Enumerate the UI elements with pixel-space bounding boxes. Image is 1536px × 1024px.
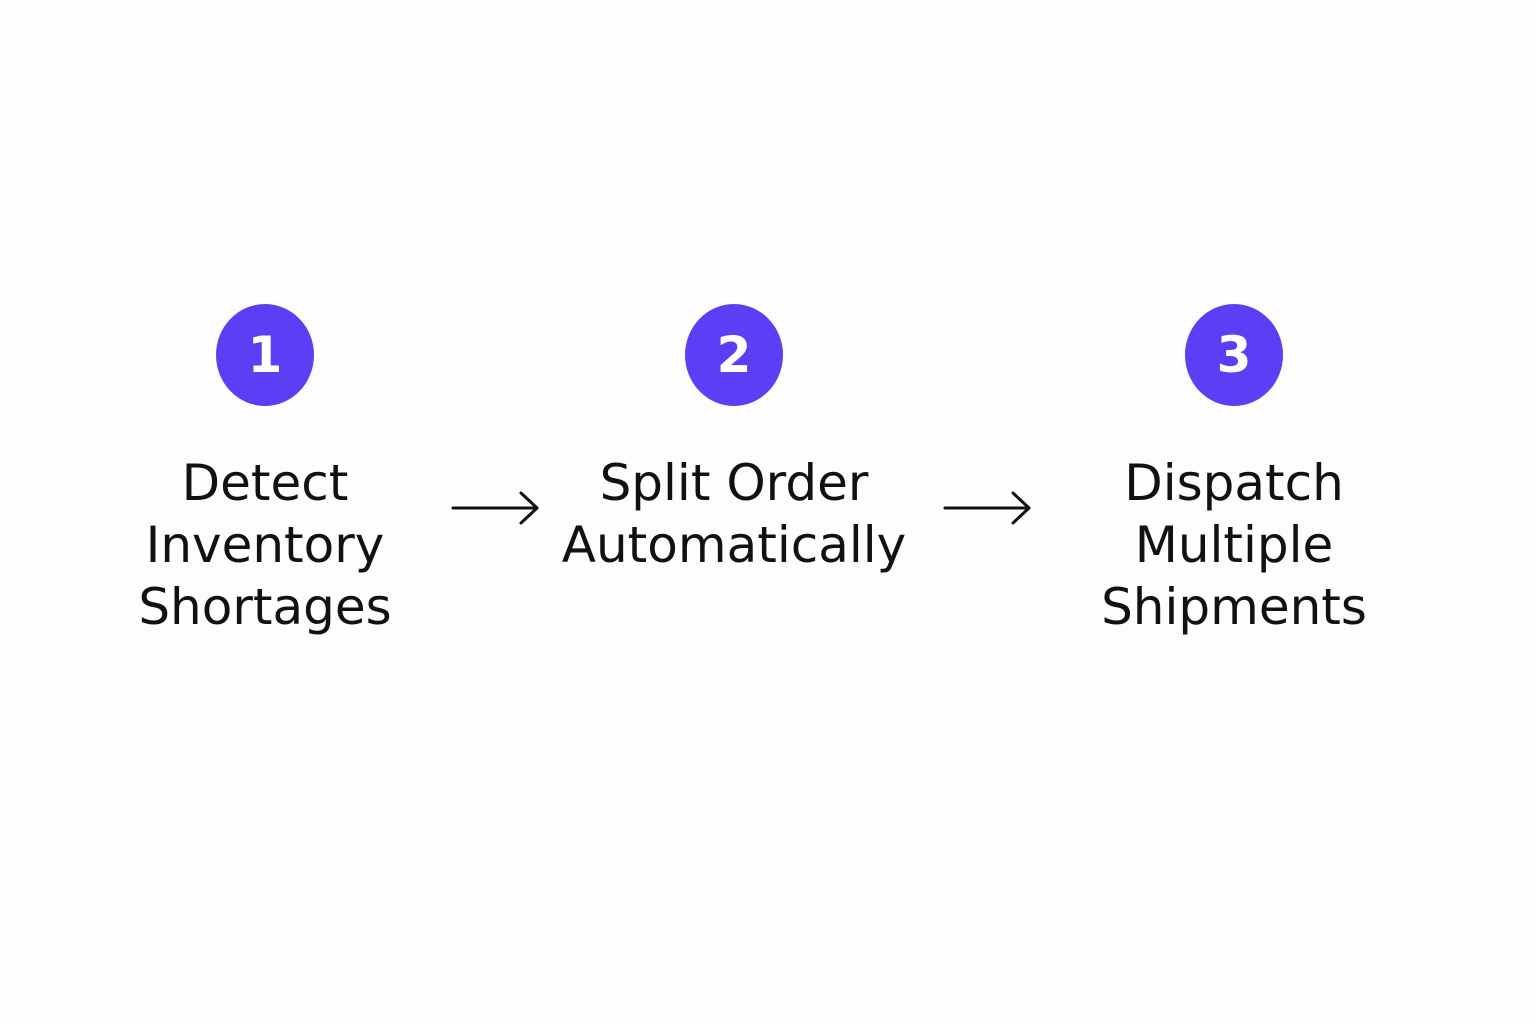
right-arrow-icon bbox=[943, 491, 1031, 525]
step-dispatch-multiple-shipments: 3 Dispatch Multiple Shipments bbox=[1074, 304, 1394, 638]
step-split-order-automatically: 2 Split Order Automatically bbox=[562, 304, 906, 576]
step-number-badge: 3 bbox=[1185, 304, 1283, 406]
step-label-line: Dispatch bbox=[1124, 454, 1344, 512]
right-arrow-icon bbox=[451, 491, 539, 525]
step-label-line: Automatically bbox=[561, 516, 907, 574]
step-label: Split Order Automatically bbox=[562, 452, 906, 576]
step-label: Dispatch Multiple Shipments bbox=[1101, 452, 1367, 638]
step-label-line: Inventory bbox=[145, 516, 385, 574]
step-label-line: Shortages bbox=[138, 578, 392, 636]
step-detect-inventory-shortages: 1 Detect Inventory Shortages bbox=[105, 304, 425, 638]
step-label-line: Detect bbox=[181, 454, 349, 512]
step-label-line: Shipments bbox=[1101, 578, 1367, 636]
step-number-badge: 2 bbox=[685, 304, 783, 406]
step-label-line: Multiple bbox=[1134, 516, 1334, 574]
step-label-line: Split Order bbox=[599, 454, 869, 512]
step-label: Detect Inventory Shortages bbox=[138, 452, 391, 638]
step-number-badge: 1 bbox=[216, 304, 314, 406]
